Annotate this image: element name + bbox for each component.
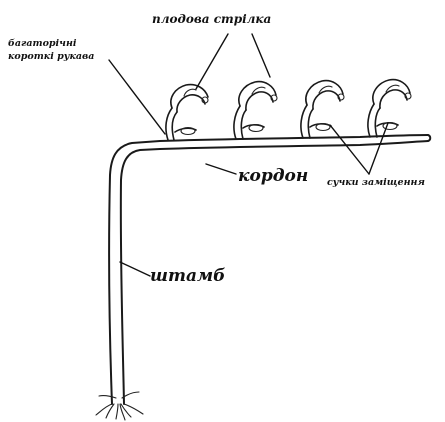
pointer-spurs-left (330, 125, 369, 174)
label-replacement-spurs: сучки заміщення (327, 177, 425, 188)
label-cordon: кордон (238, 166, 308, 186)
vine-arm-1 (166, 85, 208, 140)
pointer-perennial-arms (109, 60, 165, 134)
pointer-fruit-arrow-right (252, 34, 270, 77)
pointer-fruit-arrow-left (196, 34, 228, 89)
cordon-arm (160, 135, 430, 149)
label-trunk: штамб (150, 266, 225, 286)
label-perennial-arms-line2: короткі рукава (8, 51, 94, 62)
label-perennial-arms-line1: багаторічні (8, 38, 77, 49)
label-fruit-arrow: плодова стрілка (152, 12, 271, 26)
vine-arm-3 (301, 81, 344, 138)
pointer-spurs-right (369, 123, 388, 174)
pointer-lines (109, 34, 388, 276)
vine-arm-4 (368, 80, 411, 137)
vine-arm-2 (234, 82, 277, 139)
pointer-cordon (206, 164, 236, 174)
roots (96, 392, 143, 420)
pointer-trunk (120, 262, 150, 276)
